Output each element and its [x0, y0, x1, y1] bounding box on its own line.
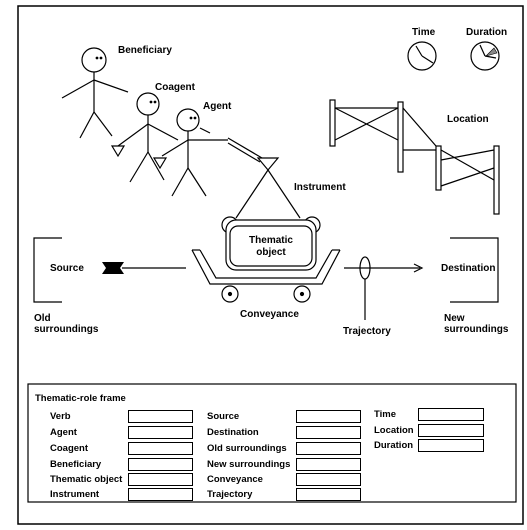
frame-label-location: Location [374, 425, 414, 436]
label-duration: Duration [466, 27, 508, 38]
frame-label-destination: Destination [207, 427, 259, 438]
frame-slot-source[interactable] [296, 410, 361, 423]
label-beneficiary: Beneficiary [118, 45, 172, 56]
location-posts [329, 99, 500, 215]
label-old-surroundings-line2: surroundings [34, 324, 99, 335]
frame-slot-thematic-object[interactable] [128, 473, 193, 486]
label-coagent: Coagent [155, 82, 195, 93]
frame-slot-beneficiary[interactable] [128, 458, 193, 471]
time-clock-icon [407, 41, 437, 71]
label-trajectory: Trajectory [343, 326, 391, 337]
label-conveyance: Conveyance [240, 309, 299, 320]
frame-label-time: Time [374, 409, 397, 420]
agent-figure [152, 108, 228, 197]
frame-slot-agent[interactable] [128, 426, 193, 439]
outer-border [17, 5, 524, 525]
beneficiary-figure [61, 47, 129, 139]
frame-slot-duration[interactable] [418, 439, 484, 452]
frame-slot-coagent[interactable] [128, 442, 193, 455]
label-old-surroundings-line1: Old [34, 313, 51, 324]
frame-label-coagent: Coagent [50, 443, 88, 454]
label-thematic-object-line1: Thematic [249, 235, 293, 246]
frame-label-instrument: Instrument [50, 489, 100, 500]
label-location: Location [447, 114, 489, 125]
label-new-surroundings-line1: New [444, 313, 465, 324]
frame-slot-trajectory[interactable] [296, 488, 361, 501]
frame-label-beneficiary: Beneficiary [50, 459, 102, 470]
label-agent: Agent [203, 101, 232, 112]
frame-slot-location[interactable] [418, 424, 484, 437]
conveyance-cart [191, 249, 341, 303]
destination-bracket [450, 237, 499, 303]
frame-label-thematic-object: Thematic object [50, 474, 123, 485]
frame-slot-conveyance[interactable] [296, 473, 361, 486]
frame-slot-destination[interactable] [296, 426, 361, 439]
source-arrow [102, 262, 186, 274]
frame-slot-instrument[interactable] [128, 488, 193, 501]
label-new-surroundings-line2: surroundings [444, 324, 509, 335]
source-bracket [33, 237, 62, 303]
frame-slot-new-surroundings[interactable] [296, 458, 361, 471]
frame-label-verb: Verb [50, 411, 71, 422]
frame-label-source: Source [207, 411, 240, 422]
frame-slot-verb[interactable] [128, 410, 193, 423]
label-time: Time [412, 27, 436, 38]
label-source: Source [50, 263, 84, 274]
frame-label-agent: Agent [50, 427, 77, 438]
frame-label-old-surroundings: Old surroundings [207, 443, 287, 454]
frame-label-conveyance: Conveyance [207, 474, 263, 485]
instrument-crane [227, 137, 301, 219]
trajectory-arrow [344, 256, 424, 320]
thematic-role-frame-box [27, 383, 517, 503]
coagent-figure [110, 92, 179, 183]
frame-label-new-surroundings: New surroundings [207, 459, 291, 470]
frame-title: Thematic-role frame [35, 393, 126, 404]
frame-label-duration: Duration [374, 440, 414, 451]
frame-slot-old-surroundings[interactable] [296, 442, 361, 455]
frame-slot-time[interactable] [418, 408, 484, 421]
label-instrument: Instrument [294, 182, 346, 193]
label-destination: Destination [441, 263, 496, 274]
thematic-object-shape [221, 216, 321, 271]
label-thematic-object-line2: object [256, 247, 286, 258]
duration-clock-icon [470, 41, 500, 71]
frame-label-trajectory: Trajectory [207, 489, 253, 500]
